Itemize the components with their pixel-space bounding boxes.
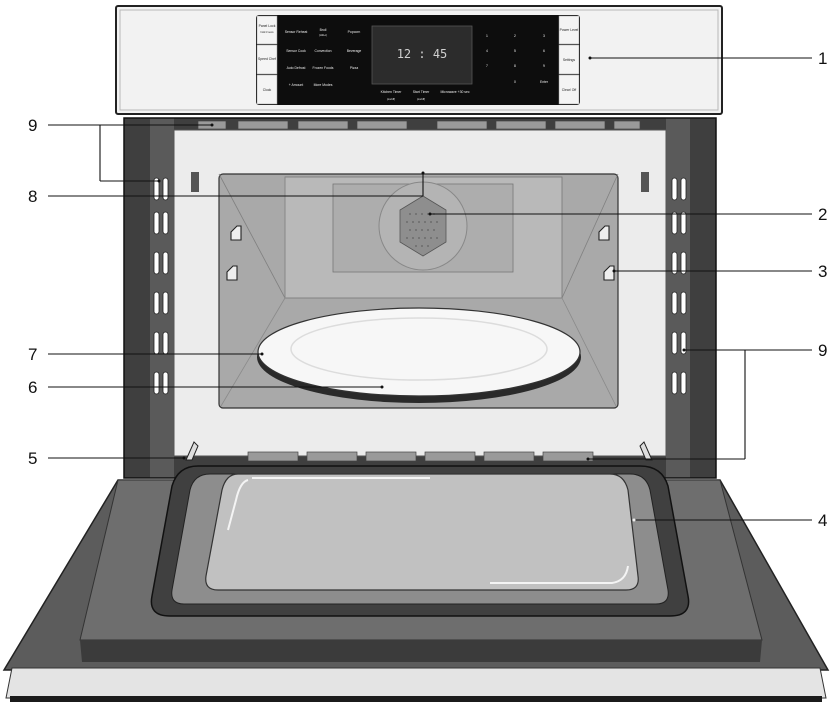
callout-4-label: 4 [818, 511, 827, 530]
frozen-foods-key: Frozen Foods [313, 66, 334, 70]
oven-cavity [174, 130, 666, 461]
key-7: 7 [486, 64, 488, 68]
amount-key: + Amount [289, 83, 303, 87]
power-level-key: Power Level [560, 28, 579, 32]
callout-7-label: 7 [28, 345, 37, 364]
pizza-key: Pizza [350, 66, 358, 70]
clock-key: Clock [263, 88, 272, 92]
popcorn-key: Popcorn [348, 30, 361, 34]
key-8: 8 [514, 64, 516, 68]
convection-key: Convection [315, 49, 332, 53]
key-4: 4 [486, 49, 488, 53]
start-timer-key: Start Timer [413, 90, 430, 94]
key-1: 1 [486, 34, 488, 38]
key-9: 9 [543, 64, 545, 68]
sensor-reheat-key: Sensor Reheat [285, 30, 308, 34]
auto-defrost-key: Auto Defrost [287, 66, 306, 70]
sensor-cook-key: Sensor Cook [286, 49, 306, 53]
key-2: 2 [514, 34, 516, 38]
panel-lock-sub: hold 3 secs [260, 30, 274, 34]
microwave-30-key: Microwave +30 sec [440, 90, 469, 94]
broil-key: Broil [320, 28, 327, 32]
more-modes-key: More Modes [314, 83, 333, 87]
key-6: 6 [543, 49, 545, 53]
callout-6-label: 6 [28, 378, 37, 397]
callout-1-label: 1 [818, 49, 827, 68]
display-time: 12 : 45 [397, 47, 448, 61]
speed-chef-key: Speed Chef [258, 57, 276, 61]
key-5: 5 [514, 49, 516, 53]
start-timer-sub: (on/off) [417, 97, 425, 101]
kitchen-timer-key: Kitchen Timer [381, 90, 403, 94]
beverage-key: Beverage [347, 49, 362, 53]
settings-key: Settings [563, 58, 576, 62]
callout-5-label: 5 [28, 449, 37, 468]
callout-2-label: 2 [818, 205, 827, 224]
key-enter: Enter [540, 80, 549, 84]
panel-lock-key: Panel Lock [259, 24, 276, 28]
clear-off-key: Clear/ Off [562, 88, 577, 92]
key-0: 0 [514, 80, 516, 84]
kitchen-timer-sub: (on/off) [387, 97, 395, 101]
callout-9-right-label: 9 [818, 341, 827, 360]
callout-3-label: 3 [818, 262, 827, 281]
broil-sub: (Hi/Lo) [319, 33, 327, 37]
control-panel: 12 : 45 Panel Lock hold 3 secs Speed Che… [116, 6, 722, 114]
callout-9-top-label: 9 [28, 116, 37, 135]
oven-door [4, 466, 828, 702]
callout-8-label: 8 [28, 187, 37, 206]
key-3: 3 [543, 34, 545, 38]
